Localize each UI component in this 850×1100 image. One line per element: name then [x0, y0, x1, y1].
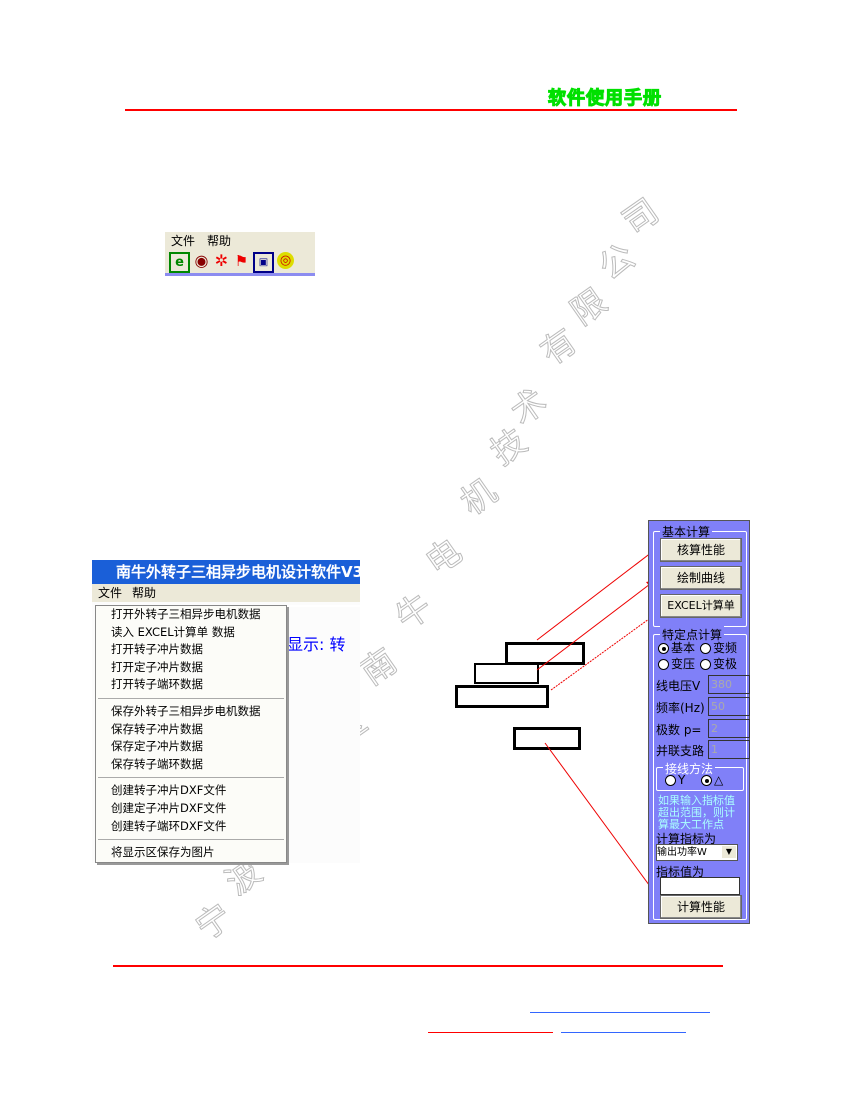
- branches-input[interactable]: 1: [708, 740, 750, 759]
- menu-item[interactable]: 创建转子冲片DXF文件: [111, 783, 227, 798]
- menu-item[interactable]: 打开定子冲片数据: [111, 659, 203, 674]
- group-title: 特定点计算: [660, 626, 725, 643]
- menu-help[interactable]: 帮助: [132, 586, 157, 600]
- menu-item[interactable]: 创建转子端环DXF文件: [111, 818, 227, 833]
- freq-label: 频率(Hz): [656, 701, 705, 715]
- freq-input[interactable]: 50: [708, 697, 750, 716]
- flag-icon[interactable]: ⚑: [234, 251, 249, 270]
- arrow: [536, 548, 657, 641]
- monitor-icon[interactable]: ▣: [253, 252, 274, 273]
- menu-separator: [98, 697, 284, 699]
- menu-item[interactable]: 保存转子端环数据: [111, 756, 203, 771]
- target-icon[interactable]: ◎: [277, 252, 294, 269]
- line-voltage-label: 线电压V: [656, 679, 701, 693]
- arrow: [550, 610, 661, 691]
- menu-file[interactable]: 文件: [98, 586, 123, 600]
- line-voltage-input[interactable]: 380: [708, 675, 750, 694]
- basic-calc-group: 基本计算 核算性能 绘制曲线 EXCEL计算单: [653, 523, 747, 627]
- chevron-down-icon[interactable]: ▼: [722, 846, 736, 858]
- menu-item[interactable]: 将显示区保存为图片: [111, 845, 215, 860]
- callout-box: [513, 727, 581, 750]
- menu-item[interactable]: 保存外转子三相异步电机数据: [111, 703, 261, 718]
- footer-link[interactable]: [530, 1012, 710, 1013]
- toolbar-bottom-bar: [165, 273, 315, 276]
- radio-wiring-delta[interactable]: △: [701, 773, 723, 787]
- callout-box: [474, 663, 539, 684]
- menu-item[interactable]: 保存定子冲片数据: [111, 739, 203, 754]
- menu-item[interactable]: 打开转子端环数据: [111, 677, 203, 692]
- app-title: 南牛外转子三相异步电机设计软件V3.0: [92, 560, 360, 584]
- calc-performance-button[interactable]: 计算性能: [660, 895, 742, 919]
- menu-item[interactable]: 读入 EXCEL计算单 数据: [111, 624, 235, 639]
- menu-item[interactable]: 打开转子冲片数据: [111, 642, 203, 657]
- poles-label: 极数 p=: [656, 723, 702, 737]
- radio-wiring-y[interactable]: Y: [665, 773, 685, 787]
- check-performance-button[interactable]: 核算性能: [660, 538, 742, 562]
- radio-vf[interactable]: 变频: [700, 639, 737, 656]
- menu-help[interactable]: 帮助: [207, 234, 232, 248]
- special-calc-group: 特定点计算 基本 变频 变压 变极 线电压V 380 频率(Hz) 50 极数 …: [653, 626, 750, 920]
- target-input[interactable]: [660, 877, 740, 895]
- branches-label: 并联支路: [656, 744, 705, 758]
- toolbar-menu: 文件帮助: [165, 232, 315, 250]
- calc-panel: 基本计算 核算性能 绘制曲线 EXCEL计算单 特定点计算 基本 变频 变压 变…: [648, 520, 750, 924]
- poles-input[interactable]: 2: [708, 719, 750, 738]
- draw-curve-button[interactable]: 绘制曲线: [660, 566, 742, 590]
- index-label: 计算指标为: [656, 832, 717, 846]
- app-background-text: 显示: 转: [287, 605, 360, 671]
- lifebuoy-icon[interactable]: ◉: [194, 251, 209, 270]
- arrow: [544, 742, 664, 905]
- index-select[interactable]: 输出功率W▼: [656, 844, 738, 861]
- menu-item[interactable]: 创建定子冲片DXF文件: [111, 800, 227, 815]
- group-title: 基本计算: [660, 523, 713, 540]
- radio-vv[interactable]: 变压: [658, 655, 695, 672]
- menu-separator: [98, 839, 284, 841]
- toolbar-screenshot: 文件帮助 e ◉ ✲ ⚑ ▣ ◎: [165, 232, 315, 276]
- open-icon[interactable]: e: [169, 252, 190, 273]
- footer-rule: [113, 965, 723, 967]
- radio-basic[interactable]: 基本: [658, 639, 695, 656]
- gear-icon[interactable]: ✲: [214, 251, 229, 270]
- wiring-group: 接线方法 Y △: [656, 760, 744, 791]
- menu-item[interactable]: 打开外转子三相异步电机数据: [111, 607, 261, 621]
- excel-sheet-button[interactable]: EXCEL计算单: [660, 594, 742, 618]
- menu-item[interactable]: 保存转子冲片数据: [111, 721, 203, 736]
- menu-file[interactable]: 文件: [171, 234, 196, 248]
- callout-box: [455, 685, 549, 708]
- header-rule: [125, 109, 737, 111]
- footer-link[interactable]: [561, 1032, 686, 1033]
- target-label: 指标值为: [656, 865, 705, 879]
- footer-link[interactable]: [428, 1032, 553, 1033]
- arrow: [536, 580, 655, 671]
- file-menu-dropdown: 打开外转子三相异步电机数据 读入 EXCEL计算单 数据 打开转子冲片数据 打开…: [95, 605, 287, 863]
- menu-separator: [98, 777, 284, 779]
- radio-vp[interactable]: 变极: [700, 655, 737, 672]
- range-note: 如果输入指标值超出范围，则计算最大工作点: [658, 794, 735, 831]
- group-title: 接线方法: [663, 760, 716, 777]
- header-title: 软件使用手册: [548, 88, 662, 110]
